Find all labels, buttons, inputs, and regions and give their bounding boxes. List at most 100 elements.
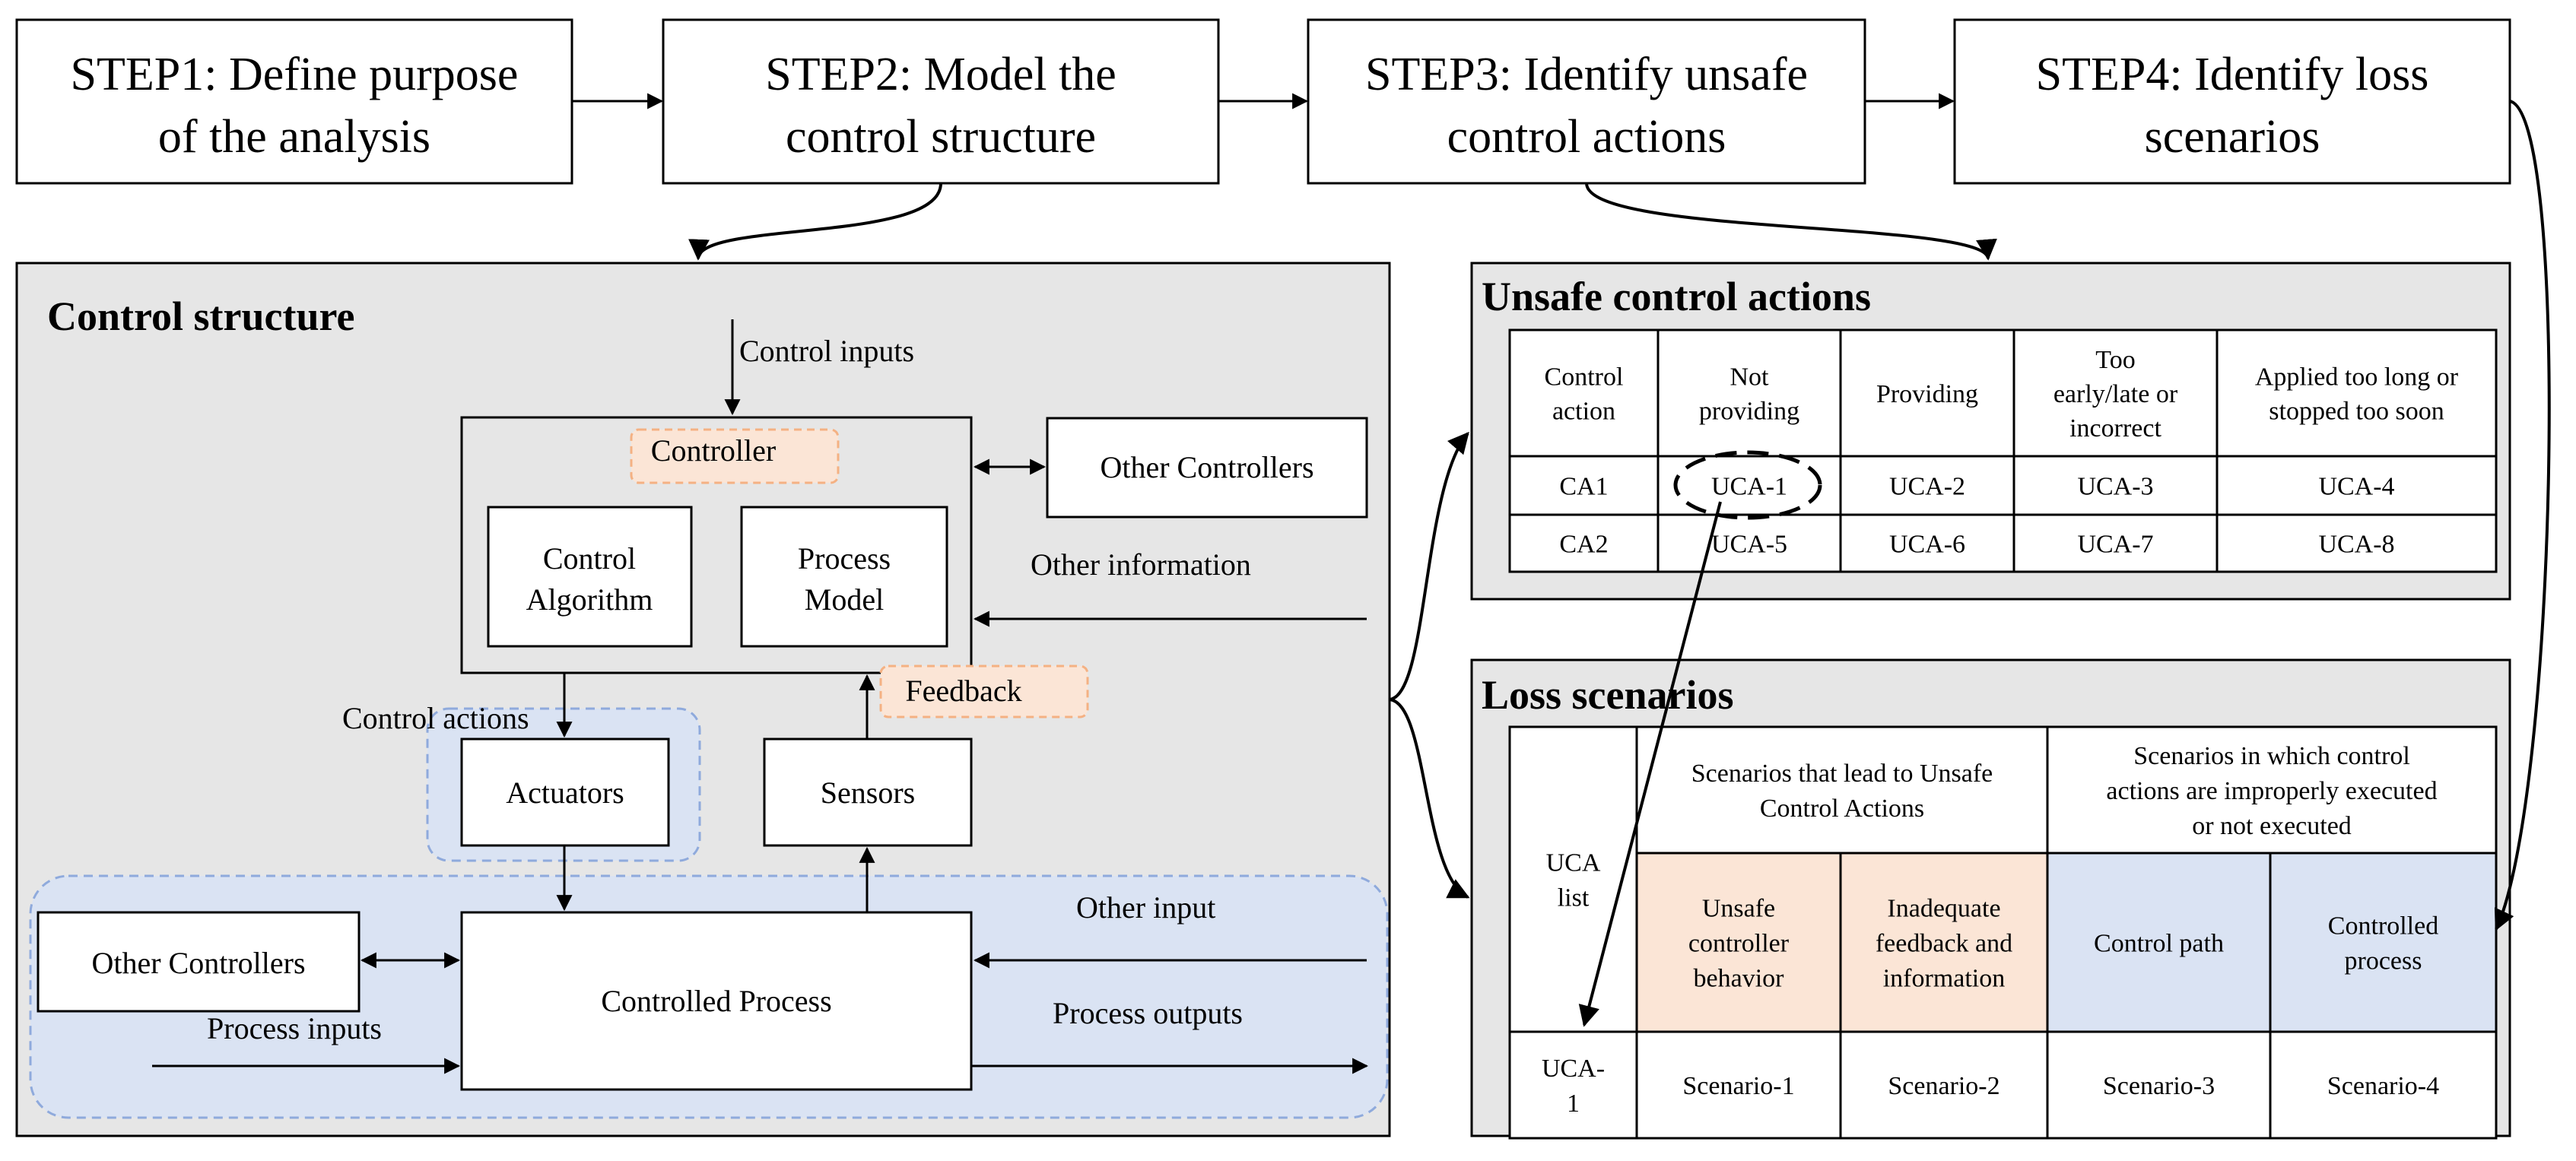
loss-table: UCA list Scenarios that lead to UnsafeCont…	[1508, 725, 2498, 1140]
actuators-label: Actuators	[506, 776, 624, 810]
uca-row-0-col-0-cell	[1508, 455, 1660, 516]
group-improper-execution-header: actions are improperly executed	[2106, 777, 2437, 805]
uca-header-2-line: Providing	[1876, 380, 1978, 408]
process-model-line-2: Model	[805, 582, 884, 617]
process-model-box	[740, 506, 948, 648]
uca-row-0-col-4: UCA-4	[2318, 472, 2394, 500]
loss-subheader-3: process	[2345, 947, 2422, 975]
loss-subheader-0: controller	[1688, 929, 1790, 957]
uca-row-1-col-3: UCA-7	[2077, 530, 2153, 558]
uca-list-header-cell	[1508, 725, 1638, 1033]
step-4-line-2: scenarios	[2145, 111, 2320, 163]
uca-header-3-line: Too	[2095, 346, 2135, 374]
uca-row-1-col-1-cell	[1656, 513, 1842, 573]
control-structure-to-loss-arrow	[1389, 698, 1470, 899]
step-4-line-1: STEP4: Identify loss	[2036, 49, 2429, 100]
other-controllers-bottom-label: Other Controllers	[91, 946, 305, 980]
uca-panel: Unsafe control actions ControlactionNotp…	[1470, 262, 2511, 601]
uca-header-4-line: stopped too soon	[2269, 397, 2444, 425]
control-algorithm-box	[487, 506, 693, 648]
feedback-label: Feedback	[905, 674, 1021, 708]
scenario-4-cell	[2269, 1030, 2498, 1140]
other-controllers-top-box	[1046, 417, 1368, 519]
process-model-line-1: Process	[798, 541, 891, 576]
scenario-3: Scenario-3	[2103, 1072, 2215, 1100]
uca-header-3-line: incorrect	[2069, 414, 2161, 443]
step-3-line-1: STEP3: Identify unsafe	[1365, 49, 1808, 100]
uca-1-highlight	[1673, 450, 1822, 520]
step-3-line-2: control actions	[1447, 111, 1726, 163]
scenario-2: Scenario-2	[1888, 1072, 1999, 1100]
scenario-4: Scenario-4	[2327, 1072, 2439, 1100]
loss-subheader-3-cell	[2269, 852, 2498, 1033]
uca-header-4-line: Applied too long or	[2255, 363, 2459, 391]
sensors-label: Sensors	[821, 776, 915, 810]
control-algorithm-line-1: Control	[543, 541, 636, 576]
uca-title: Unsafe control actions	[1482, 274, 1871, 319]
group-unsafe-actions-header: Scenarios that lead to Unsafe	[1691, 760, 1993, 788]
loss-subheader-3: Controlled	[2328, 912, 2438, 940]
other-controllers-top-label: Other Controllers	[1100, 450, 1313, 484]
step-1-box: STEP1: Define purpose of the analysis	[15, 18, 573, 185]
uca-header-1-line: Not	[1730, 363, 1770, 391]
loss-subheader-0: Unsafe	[1702, 895, 1775, 923]
uca-list-header: list	[1558, 883, 1590, 912]
uca-1-to-loss-arrow	[1578, 501, 1722, 1027]
controlled-process-box	[460, 911, 973, 1091]
step-2-line-2: control structure	[786, 111, 1096, 163]
step-1-line-1: STEP1: Define purpose	[71, 49, 519, 100]
group-improper-execution-header: Scenarios in which control	[2133, 742, 2410, 770]
loss-subheader-1: feedback and	[1876, 929, 2012, 957]
actuators-box	[460, 738, 670, 847]
uca-row-1-col-2: UCA-6	[1889, 530, 1965, 558]
feedback-label-box	[879, 665, 1089, 718]
uca-row-1-col-3-cell	[2012, 513, 2219, 573]
step4-to-loss-arrow	[2494, 100, 2551, 931]
control-structure-to-uca-arrow	[1389, 431, 1469, 701]
loss-row-label-cell	[1508, 1030, 1638, 1140]
uca-row-0-col-3: UCA-3	[2077, 472, 2153, 500]
uca-row-1-col-0: CA2	[1559, 530, 1608, 558]
loss-row-label: 1	[1567, 1090, 1580, 1118]
loss-subheader-0: behavior	[1694, 964, 1785, 992]
loss-subheader-2-cell	[2046, 852, 2272, 1033]
uca-list-header: UCA	[1546, 849, 1601, 877]
step-1-line-2: of the analysis	[158, 111, 430, 163]
uca-header-0-line: action	[1552, 397, 1615, 425]
control-inputs-label: Control inputs	[739, 334, 914, 368]
uca-row-0-col-2-cell	[1839, 455, 2015, 516]
group-unsafe-actions-cell	[1635, 725, 2049, 855]
loss-subheader-1: information	[1883, 964, 2006, 992]
group-unsafe-actions-header: Control Actions	[1760, 795, 1924, 823]
scenario-1: Scenario-1	[1682, 1072, 1794, 1100]
uca-row-1-col-4-cell	[2215, 513, 2498, 573]
control-structure-panel: Control structure Control inputs Control…	[15, 262, 1391, 1137]
loss-panel: Loss scenarios UCA list Scenarios that lea…	[1470, 658, 2511, 1140]
other-information-label: Other information	[1031, 547, 1251, 582]
step3-to-uca-arrow	[1585, 182, 1997, 261]
loss-subheader-1: Inadequate	[1887, 895, 2000, 923]
uca-header-3-line: early/late or	[2053, 380, 2178, 408]
scenario-3-cell	[2046, 1030, 2272, 1140]
process-outputs-label: Process outputs	[1053, 996, 1243, 1030]
control-algorithm-line-2: Algorithm	[526, 582, 653, 617]
scenario-1-cell	[1635, 1030, 1842, 1140]
uca-row-0-col-4-cell	[2215, 455, 2498, 516]
uca-table: ControlactionNotprovidingProvidingTooear…	[1508, 328, 2498, 573]
control-actions-label: Control actions	[342, 701, 529, 735]
other-controllers-bottom-box	[37, 911, 361, 1013]
loss-title: Loss scenarios	[1482, 672, 1734, 718]
group-improper-execution-header: or not executed	[2192, 812, 2352, 840]
controller-label-box	[630, 428, 840, 484]
loss-row-label: UCA-	[1542, 1055, 1605, 1083]
controlled-process-label: Controlled Process	[601, 984, 831, 1018]
control-structure-title: Control structure	[47, 293, 354, 339]
uca-header-2-cell	[1839, 328, 2015, 458]
uca-row-0-col-0: CA1	[1559, 472, 1608, 500]
group-improper-execution-cell	[2046, 725, 2498, 855]
step2-to-control-structure-arrow	[688, 182, 942, 261]
uca-header-1-cell	[1656, 328, 1842, 458]
step-2-box: STEP2: Model the control structure	[662, 18, 1220, 185]
controller-label: Controller	[651, 433, 776, 468]
